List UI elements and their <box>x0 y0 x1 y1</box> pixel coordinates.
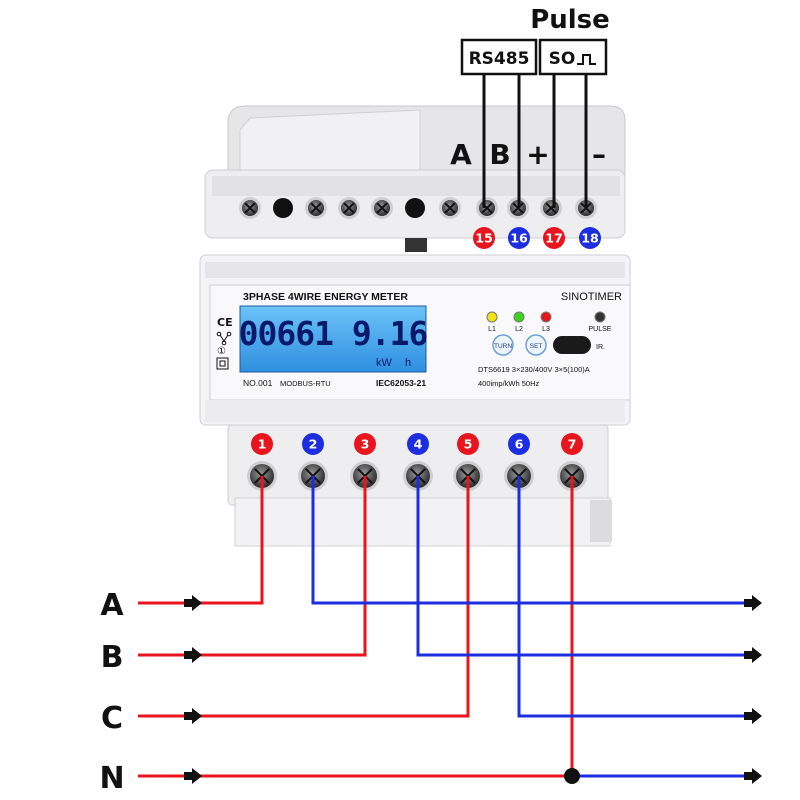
svg-text:5: 5 <box>464 437 473 452</box>
turn-button[interactable] <box>492 334 514 356</box>
input-arrow <box>184 647 202 663</box>
double-insulation-icon <box>216 357 229 370</box>
top-terminal-badges: 15 16 17 18 <box>473 227 601 249</box>
bottom-screw <box>557 461 587 491</box>
svg-text:4: 4 <box>414 437 423 452</box>
top-screw <box>476 197 498 219</box>
ir-label: IR. <box>596 344 605 351</box>
set-button[interactable] <box>525 334 547 356</box>
wire-phase-a-in <box>138 476 264 605</box>
bottom-cover <box>234 497 611 547</box>
output-arrow <box>744 708 762 724</box>
terminal-badge-15: 15 <box>473 227 495 249</box>
led-pulse-label: PULSE <box>589 326 612 333</box>
svg-text:1: 1 <box>258 437 267 452</box>
led-l1 <box>486 311 498 323</box>
output-arrow <box>744 768 762 784</box>
terminal-badge-3: 3 <box>354 433 376 455</box>
led-l1-label: L1 <box>488 326 496 333</box>
so-label: SO <box>549 49 576 69</box>
terminal-badge-4: 4 <box>407 433 429 455</box>
svg-text:16: 16 <box>510 231 528 246</box>
output-arrow <box>744 595 762 611</box>
input-arrow <box>184 595 202 611</box>
ce-mark: CE <box>217 316 233 329</box>
top-screw <box>338 197 360 219</box>
pulse-title: Pulse <box>530 5 610 35</box>
terminal-badge-16: 16 <box>508 227 530 249</box>
top-screw <box>239 197 261 219</box>
set-button-label: SET <box>530 343 543 350</box>
top-cover-flap <box>239 109 421 176</box>
terminal-badge-5: 5 <box>457 433 479 455</box>
small-connector <box>405 238 427 252</box>
led-l2-label: L2 <box>515 326 523 333</box>
svg-text:15: 15 <box>475 231 493 246</box>
brand-name: SINOTIMER <box>561 291 622 303</box>
bottom-terminal-badges: 1 2 3 4 5 6 7 <box>251 433 583 455</box>
svg-text:2: 2 <box>309 437 318 452</box>
terminal-badge-18: 18 <box>579 227 601 249</box>
lcd-display <box>239 305 427 373</box>
wire-phase-b-in <box>138 476 367 657</box>
wire-phase-b-out <box>416 476 745 657</box>
svg-text:6: 6 <box>515 437 524 452</box>
input-label-b: B <box>101 640 124 675</box>
terminal-badge-6: 6 <box>508 433 530 455</box>
class-mark: ① <box>217 346 226 357</box>
model-line: DTS6619 3×230/400V 3×5(100)A <box>478 365 590 374</box>
serial-number: NO.001 <box>243 378 273 388</box>
constant-line: 400imp/kWh 50Hz <box>478 379 540 388</box>
ir-port <box>553 336 591 354</box>
input-label-a: A <box>100 588 124 623</box>
input-label-n: N <box>99 761 124 796</box>
standard-label: IEC62053-21 <box>376 378 426 388</box>
led-l3-label: L3 <box>542 326 550 333</box>
top-screw <box>540 197 562 219</box>
terminal-badge-1: 1 <box>251 433 273 455</box>
lcd-unit-h: h <box>405 357 411 369</box>
top-screw-row <box>239 197 597 219</box>
top-screw <box>439 197 461 219</box>
comm-letter: B <box>489 138 510 171</box>
turn-button-label: TURN <box>494 343 512 350</box>
rs485-label: RS485 <box>469 49 530 69</box>
top-screw <box>305 197 327 219</box>
so-box <box>538 38 608 76</box>
wire-phase-c-out <box>517 476 745 718</box>
meter-title: 3PHASE 4WIRE ENERGY METER <box>243 291 408 303</box>
comm-letter: + <box>526 138 549 171</box>
led-l2 <box>513 311 525 323</box>
input-arrow <box>184 768 202 784</box>
comm-letter: – <box>592 138 606 171</box>
rs485-box <box>460 38 538 76</box>
protocol-label: MODBUS-RTU <box>280 379 331 388</box>
lcd-unit-kw: kW <box>376 357 393 369</box>
lcd-value: 00661 9.16 <box>239 314 428 353</box>
wire-phase-a-out <box>311 476 745 605</box>
network-icon <box>216 331 232 346</box>
terminal-badge-17: 17 <box>543 227 565 249</box>
wire-phase-c-in <box>138 476 470 718</box>
svg-text:7: 7 <box>568 437 577 452</box>
svg-text:17: 17 <box>545 231 563 246</box>
neutral-junction <box>564 768 580 784</box>
terminal-badge-7: 7 <box>561 433 583 455</box>
pulse-wave-icon <box>577 54 596 65</box>
top-screw <box>371 197 393 219</box>
wiring-lines <box>138 75 762 784</box>
svg-text:18: 18 <box>581 231 599 246</box>
led-pulse <box>594 311 606 323</box>
led-l3 <box>540 311 552 323</box>
svg-text:3: 3 <box>361 437 370 452</box>
input-arrow <box>184 708 202 724</box>
terminal-badge-2: 2 <box>302 433 324 455</box>
comm-letter: A <box>450 138 472 171</box>
input-label-c: C <box>101 701 123 736</box>
output-arrow <box>744 647 762 663</box>
